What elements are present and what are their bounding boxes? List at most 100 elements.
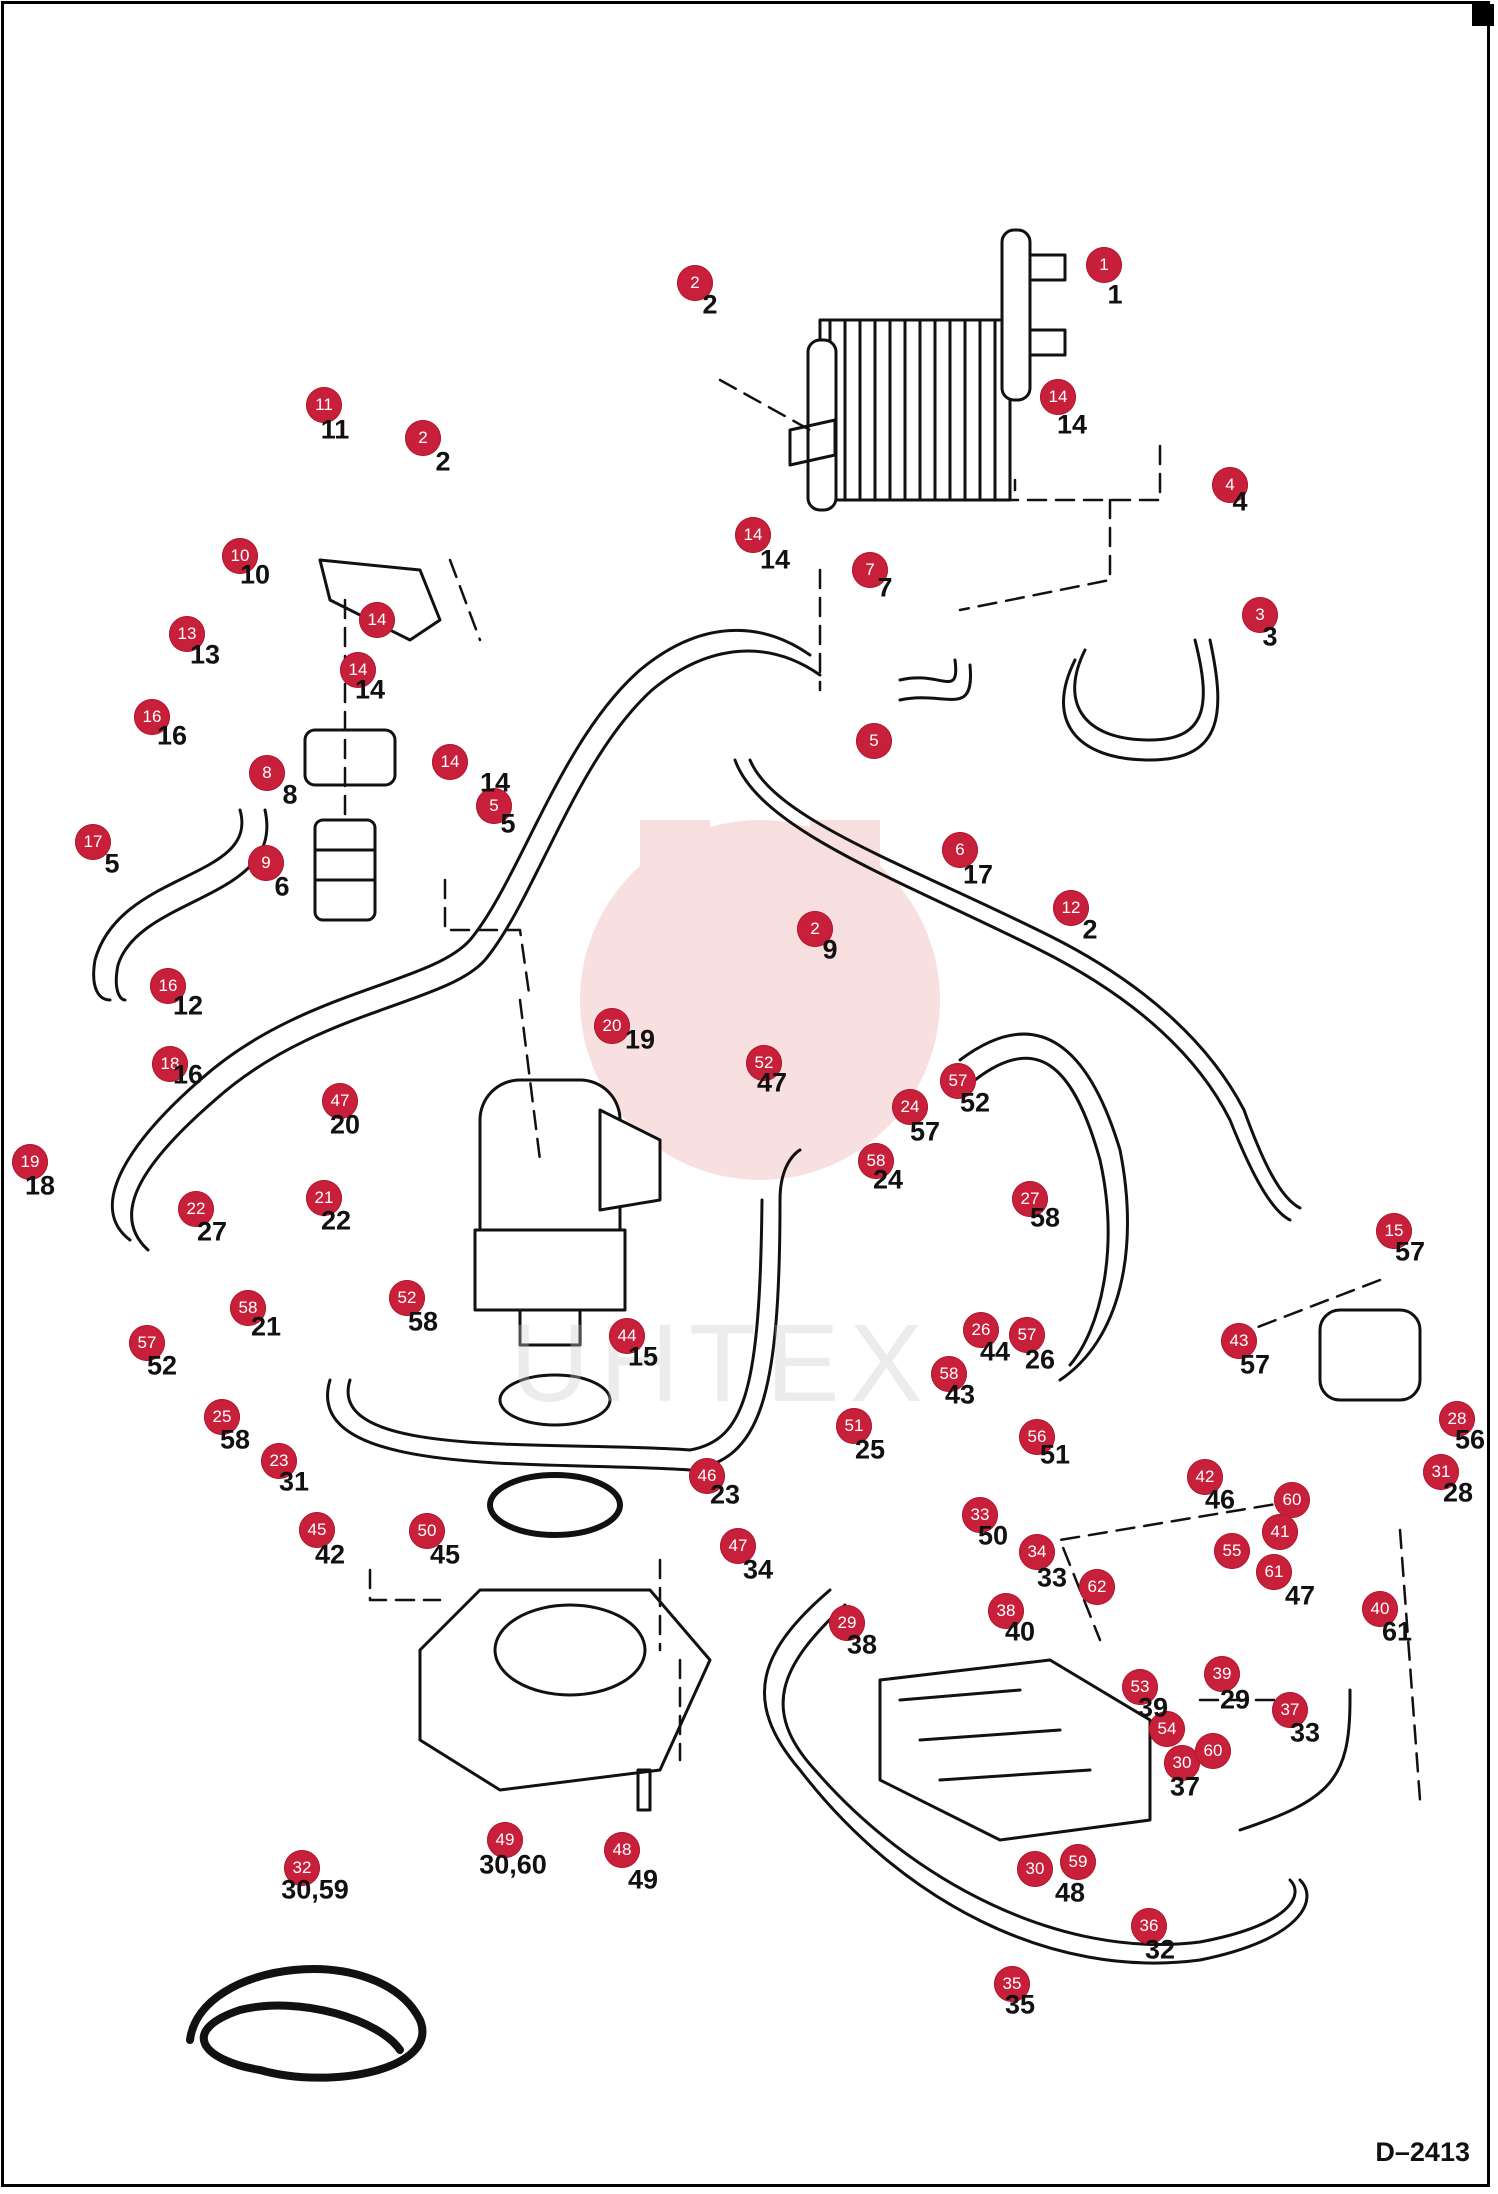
part-number-label: 57 [909,1116,941,1147]
callout-18: 18 [152,1046,188,1082]
callout-15: 15 [1376,1213,1412,1249]
part-number-label: 47 [756,1067,788,1098]
callout-60: 60 [1274,1482,1310,1518]
part-number-label: 14 [759,544,791,575]
callout-34: 34 [1019,1534,1055,1570]
callout-49: 49 [487,1822,523,1858]
dowel-48 [636,1768,652,1812]
hydraulic-pump [473,1078,662,1347]
callout-4: 4 [1212,467,1248,503]
part-number-label: 22 [320,1205,352,1236]
callout-23: 23 [261,1443,297,1479]
callout-47: 47 [720,1528,756,1564]
part-number-label: 46 [1204,1484,1236,1515]
hose-coil-32 [186,1965,427,2082]
part-number-label: 31 [278,1466,310,1497]
callout-13: 13 [169,616,205,652]
part-number-label: 7 [877,572,893,603]
part-number-label: 4 [1232,486,1248,517]
callout-50: 50 [409,1513,445,1549]
part-number-label: 14 [354,674,386,705]
callout-62: 62 [1079,1569,1115,1605]
part-number-label: 8 [282,779,298,810]
valve-15 [1318,1308,1422,1402]
callout-36: 36 [1131,1908,1167,1944]
callout-51: 51 [836,1408,872,1444]
part-number-label: 52 [146,1350,178,1381]
part-number-label: 49 [627,1864,659,1895]
part-number-label: 21 [250,1311,282,1342]
callout-12: 12 [1053,890,1089,926]
callout-33: 33 [962,1497,998,1533]
callout-56: 56 [1019,1419,1055,1455]
callout-59: 59 [1060,1844,1096,1880]
part-number-label: 33 [1289,1717,1321,1748]
steel-tube [733,758,1302,1222]
callout-2: 2 [797,911,833,947]
part-number-label: 2 [702,289,718,320]
part-number-label: 25 [854,1434,886,1465]
part-number-label: 3 [1262,621,1278,652]
part-number-label: 18 [24,1170,56,1201]
part-number-label: 14 [479,767,511,798]
drawing-code: D–2413 [1375,2137,1470,2167]
part-number-label: 24 [872,1164,904,1195]
part-number-label: 9 [822,934,838,965]
callout-52: 52 [389,1280,425,1316]
callout-52: 52 [746,1045,782,1081]
part-number-label: 58 [407,1306,439,1337]
part-number-label: 16 [172,1059,204,1090]
part-number-label: 48 [1054,1877,1086,1908]
part-number-label: 33 [1036,1562,1068,1593]
part-number-label: 13 [189,639,221,670]
callout-41: 41 [1262,1514,1298,1550]
callout-3: 3 [1242,597,1278,633]
callout-58: 58 [858,1143,894,1179]
hose-17 [92,808,244,1002]
dashed-guides [343,378,1422,1802]
part-number-label: 19 [624,1024,656,1055]
callout-45: 45 [299,1512,335,1548]
callout-54: 54 [1149,1711,1185,1747]
callout-20: 20 [594,1008,630,1044]
callout-55: 55 [1214,1533,1250,1569]
part-number-label: 61 [1381,1616,1413,1647]
callout-9: 9 [248,845,284,881]
part-number-label: 58 [219,1424,251,1455]
part-number-label: 39 [1137,1692,1169,1723]
part-number-label: 42 [314,1539,346,1570]
callout-42: 42 [1187,1459,1223,1495]
callout-21: 21 [306,1180,342,1216]
part-number-label: 57 [1239,1349,1271,1380]
hose-23b [346,1198,764,1452]
callout-44: 44 [609,1318,645,1354]
part-number-label: 6 [274,871,290,902]
part-number-label: 50 [977,1520,1009,1551]
callout-2: 2 [405,420,441,456]
callout-11: 11 [306,387,342,423]
part-number-label: 29 [1219,1684,1251,1715]
callout-2: 2 [677,265,713,301]
part-number-label: 27 [196,1216,228,1247]
callout-58: 58 [931,1356,967,1392]
callout-24: 24 [892,1089,928,1125]
hose-7 [898,658,973,702]
callout-57: 57 [940,1063,976,1099]
tube-37 [1238,1688,1352,1832]
hose-17b [114,808,269,1002]
seal-44 [498,1373,612,1427]
callout-32: 32 [284,1850,320,1886]
o-ring-50 [487,1472,623,1538]
part-number-label: 30,60 [479,1849,547,1880]
callout-6: 6 [942,832,978,868]
part-number-label: 17 [962,859,994,890]
part-number-label: 1 [1107,279,1123,310]
corner-marker [1472,4,1494,26]
callout-14: 14 [340,652,376,688]
callout-26: 26 [963,1312,999,1348]
part-number-label: 20 [329,1109,361,1140]
part-number-label: 14 [1056,409,1088,440]
part-number-label: 52 [959,1087,991,1118]
part-number-label: 23 [709,1479,741,1510]
